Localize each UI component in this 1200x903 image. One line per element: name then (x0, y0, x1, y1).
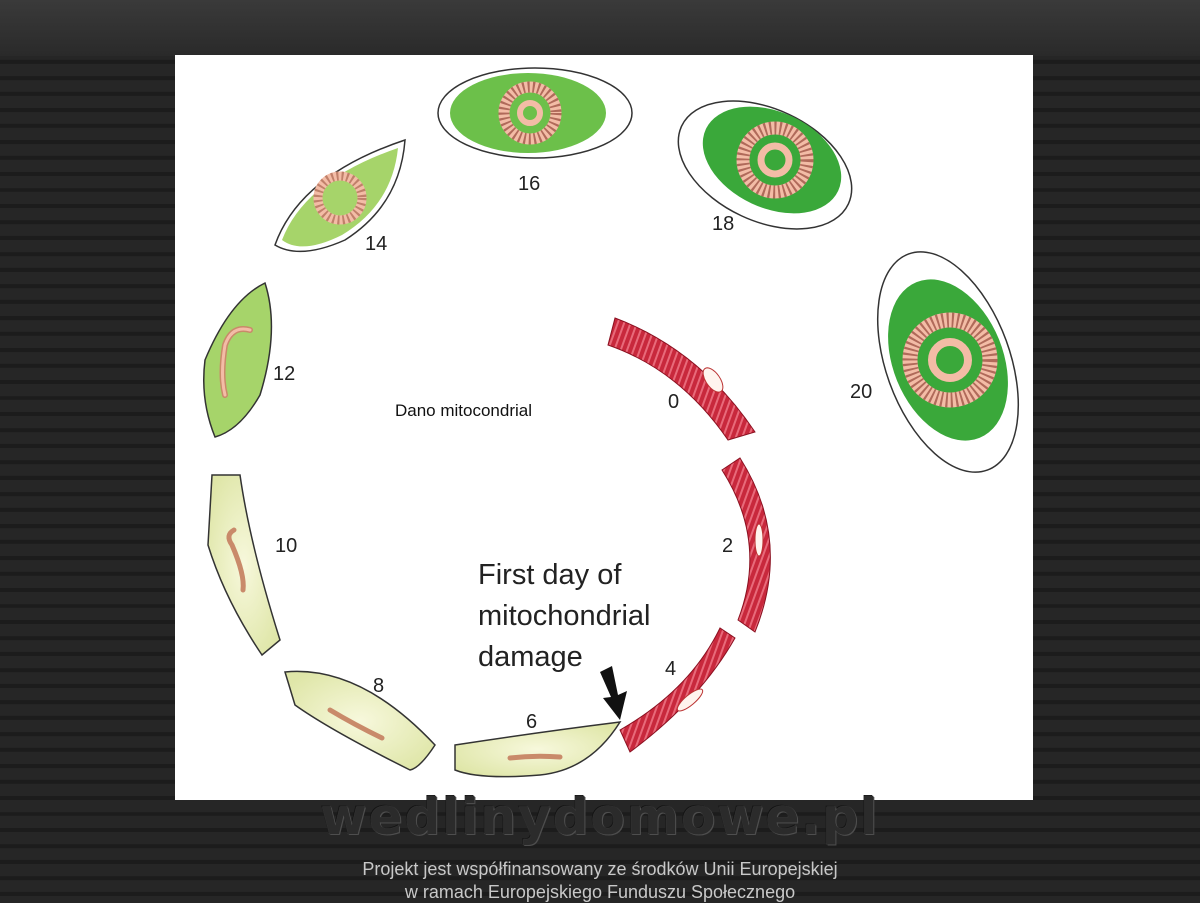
annotation-line-2: mitochondrial (478, 600, 650, 632)
stage-label-18: 18 (712, 213, 734, 235)
cyst-stage-6 (454, 721, 622, 778)
top-band (0, 0, 1200, 56)
stage-label-16: 16 (518, 173, 540, 195)
stage-label-2: 2 (722, 535, 733, 557)
cyst-stage-16 (437, 67, 633, 159)
footer-line-1: Projekt jest współfinansowany ze środków… (362, 859, 838, 879)
stage-label-12: 12 (273, 363, 295, 385)
muscle-stage-0 (607, 317, 756, 441)
cyst-stage-14 (274, 138, 406, 253)
annotation-line-3: damage (478, 641, 583, 673)
stage-label-10: 10 (275, 535, 297, 557)
annotation-line-1: First day of (478, 559, 622, 591)
diagram-panel: 0 2 4 6 8 10 12 14 16 18 20 Dano mitocon… (175, 55, 1033, 800)
cyst-stage-10 (207, 474, 281, 657)
stage-label-8: 8 (373, 675, 384, 697)
stage-label-20: 20 (850, 381, 872, 403)
stage-label-0: 0 (668, 391, 679, 413)
stage-label-14: 14 (365, 233, 387, 255)
cyst-stage-12 (203, 281, 273, 438)
stage-label-4: 4 (665, 658, 676, 680)
muscle-stage-2 (721, 457, 771, 633)
annotation-arrow (600, 666, 627, 720)
stage-label-6: 6 (526, 711, 537, 733)
cyst-stage-8 (284, 670, 436, 771)
watermark: wedlinydomowe.pl (320, 788, 880, 846)
trichinella-cycle-diagram: 0 2 4 6 8 10 12 14 16 18 20 Dano mitocon… (203, 67, 1020, 778)
center-label: Dano mitocondrial (395, 401, 532, 420)
muscle-stage-4 (619, 627, 736, 753)
cyst-stage-18 (677, 100, 853, 230)
footer-line-2: w ramach Europejskiego Funduszu Społeczn… (404, 882, 796, 902)
cyst-stage-20 (876, 251, 1020, 473)
